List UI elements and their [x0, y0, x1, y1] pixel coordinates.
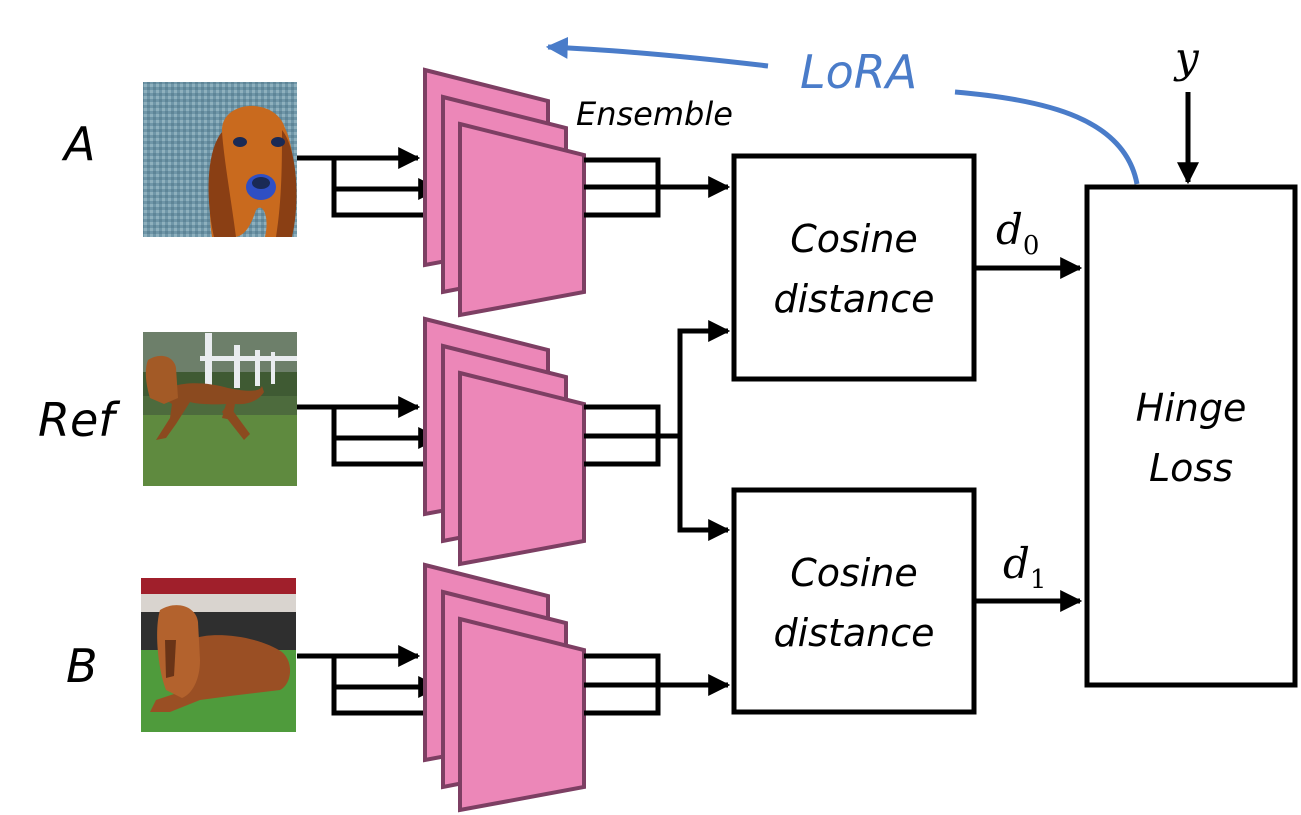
d1-label: d1 — [1003, 539, 1046, 595]
cosine-distance-box-top: Cosine distance — [731, 153, 977, 382]
encoder-output-wires-a — [584, 157, 731, 218]
encoder-stack-b — [423, 562, 586, 813]
encoder-output-wires-b — [584, 653, 731, 716]
lora-arrow-right — [954, 89, 1140, 185]
lora-label: LoRA — [800, 45, 917, 99]
cosine-distance-box-bottom: Cosine distance — [731, 487, 977, 715]
image-ref-running-dog — [143, 332, 297, 486]
hinge-loss-line2: Loss — [1149, 446, 1233, 490]
input-ref-label: Ref — [38, 393, 120, 447]
encoder-output-wires-ref — [584, 319, 731, 542]
input-wires-b — [297, 644, 461, 725]
image-a-cartoon-dog — [143, 82, 297, 237]
lora-arrow-left — [545, 36, 769, 69]
encoder-stack-ref — [423, 316, 586, 567]
image-b-lying-dog — [141, 578, 296, 732]
input-wires-a — [297, 146, 461, 227]
d0-label: d0 — [996, 205, 1039, 261]
cosine-top-line1: Cosine — [790, 217, 918, 261]
cosine-top-line2: distance — [773, 277, 934, 321]
input-b-label: B — [66, 639, 98, 693]
ensemble-label: Ensemble — [576, 95, 733, 133]
input-wires-ref — [297, 395, 461, 476]
input-a-label: A — [61, 117, 95, 171]
hinge-loss-line1: Hinge — [1136, 386, 1247, 430]
target-y-label: y — [1173, 33, 1200, 82]
cosine-bottom-line1: Cosine — [790, 551, 918, 595]
hinge-loss-box: Hinge Loss — [1084, 184, 1298, 688]
cosine-bottom-line2: distance — [773, 611, 934, 655]
encoder-stack-a — [423, 67, 586, 318]
